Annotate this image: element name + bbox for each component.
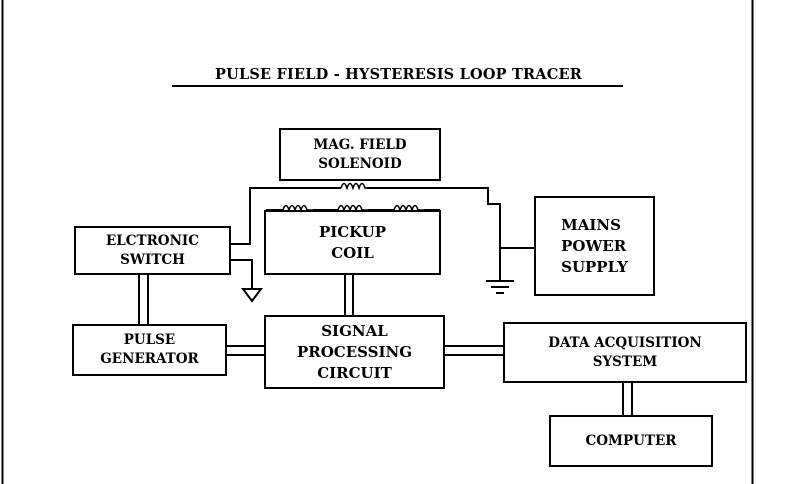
data-acquisition-block: DATA ACQUISITION SYSTEM: [503, 322, 747, 383]
daq-computer-connector: [622, 382, 633, 416]
switch-label: ELCTRONIC SWITCH: [106, 232, 199, 268]
switch-pulse-connector: [138, 274, 149, 325]
electronic-switch-block: ELCTRONIC SWITCH: [74, 226, 231, 275]
daq-label: DATA ACQUISITION SYSTEM: [548, 334, 702, 370]
pickup-signal-connector: [344, 274, 354, 316]
solenoid-mains-wire: [367, 187, 534, 249]
solenoid-block: MAG. FIELD SOLENOID: [279, 128, 441, 181]
solenoid-label: MAG. FIELD SOLENOID: [313, 136, 407, 172]
pickup-coil-block: PICKUP COIL: [264, 210, 441, 275]
pickup-label: PICKUP COIL: [318, 222, 387, 262]
computer-block: COMPUTER: [549, 415, 713, 467]
pulse-signal-connector: [226, 345, 265, 356]
ground-symbol: [486, 280, 514, 294]
computer-label: COMPUTER: [585, 432, 677, 449]
mains-label: MAINS POWER SUPPLY: [561, 215, 628, 276]
pulse-label: PULSE GENERATOR: [100, 332, 199, 367]
pickup-coil-left: [282, 204, 313, 213]
diagram-title: PULSE FIELD - HYSTERESIS LOOP TRACER: [215, 66, 582, 83]
signal-label: SIGNAL PROCESSING CIRCUIT: [296, 321, 413, 382]
pickup-coil-center: [337, 204, 368, 213]
signal-daq-connector: [444, 345, 504, 356]
pulse-generator-block: PULSE GENERATOR: [72, 324, 227, 376]
triangle-ground-symbol: [241, 288, 263, 303]
title-underline: [172, 85, 623, 87]
solenoid-coil: [340, 182, 367, 191]
pickup-coil-right: [393, 204, 424, 213]
mains-power-supply-block: MAINS POWER SUPPLY: [534, 196, 655, 296]
switch-ground-wire: [230, 259, 253, 288]
signal-processing-block: SIGNAL PROCESSING CIRCUIT: [264, 315, 445, 389]
switch-solenoid-wire: [230, 187, 341, 245]
